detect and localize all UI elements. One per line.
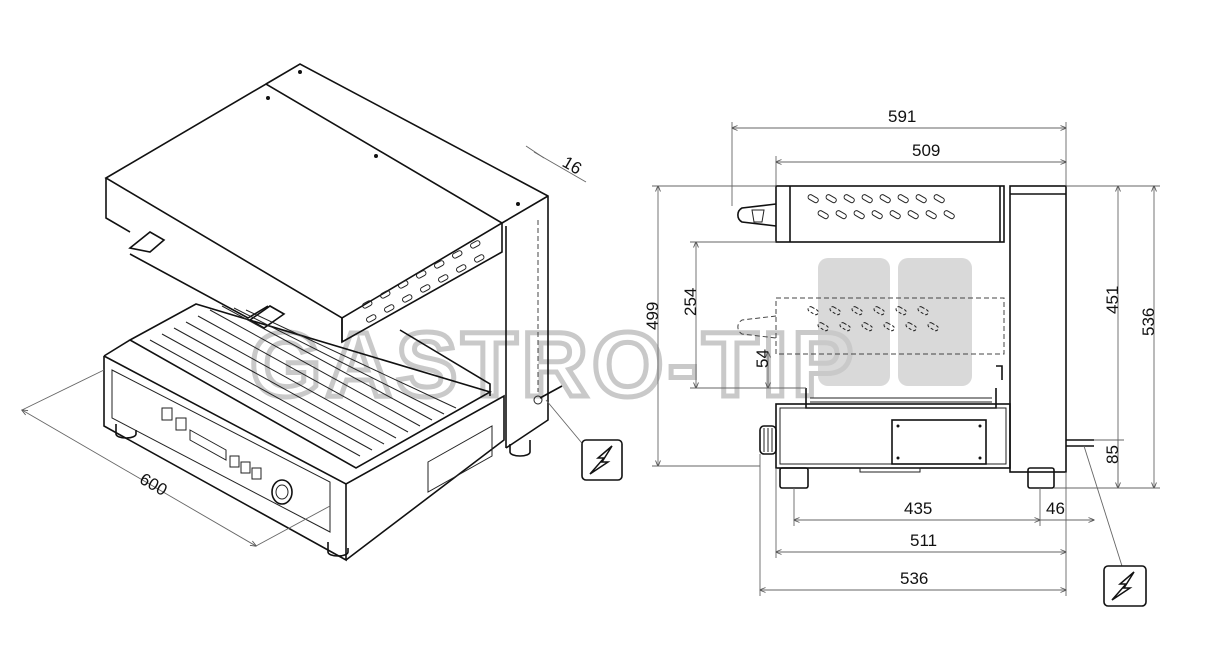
watermark-text: GASTRO-TIP [250, 314, 857, 416]
dim-435: 435 [904, 499, 932, 518]
vent-slots-side-lower [807, 306, 939, 332]
dim-509: 509 [912, 141, 940, 160]
dim-536-horizontal: 536 [900, 569, 928, 588]
dim-536-vertical: 536 [1139, 308, 1158, 336]
dim-600-iso: 600 [136, 469, 170, 500]
dim-511: 511 [910, 531, 937, 550]
dim-591: 591 [888, 107, 916, 126]
lightning-bolt-icon [581, 439, 623, 481]
dim-499: 499 [643, 302, 662, 330]
control-knob-iso [271, 479, 293, 505]
isometric-view: 600 16 [22, 63, 587, 562]
dim-16-iso: 16 [559, 152, 585, 178]
dim-85: 85 [1103, 445, 1122, 464]
vent-slots-iso [362, 240, 485, 323]
control-knob-side [759, 425, 777, 455]
dim-54: 54 [753, 349, 772, 368]
dim-451: 451 [1103, 286, 1122, 314]
vent-slots-side-top [807, 194, 955, 220]
lightning-bolt-icon [1103, 565, 1147, 607]
dim-46: 46 [1046, 499, 1065, 518]
dim-254: 254 [681, 288, 700, 316]
side-view: 591 509 499 254 54 451 536 85 435 [643, 107, 1160, 596]
